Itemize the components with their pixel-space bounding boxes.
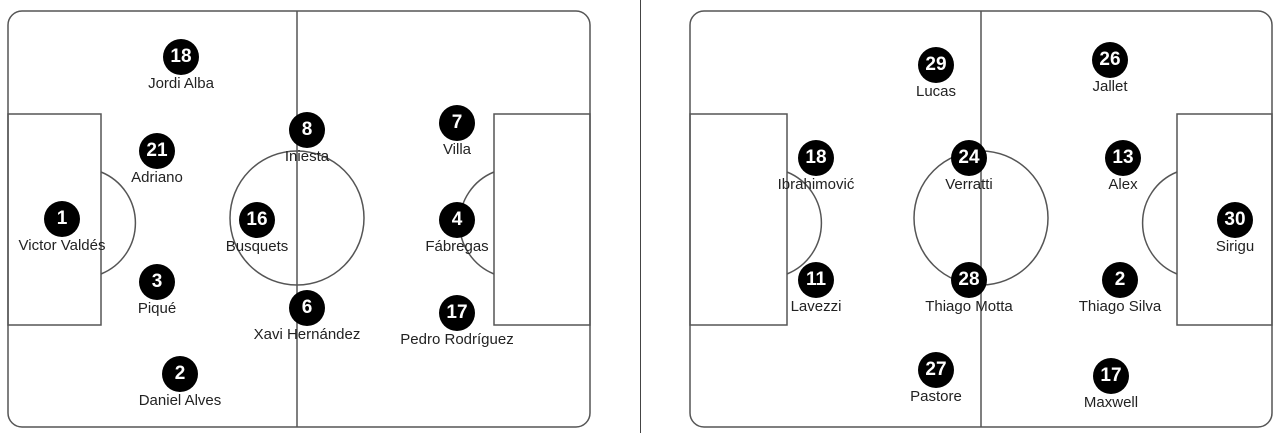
pitch-border: [7, 10, 591, 428]
player-number: 26: [1092, 42, 1128, 78]
player-name: Jordi Alba: [148, 75, 214, 92]
panel-divider: [640, 0, 641, 433]
player-number: 29: [918, 47, 954, 83]
player-name: Alex: [1108, 176, 1138, 193]
player-number: 17: [1093, 358, 1129, 394]
pitch-left: 18 Jordi Alba 21 Adriano 1 Victor Valdés…: [7, 10, 591, 428]
player-name: Daniel Alves: [138, 392, 222, 409]
player-name: Fábregas: [425, 238, 489, 255]
player-name: Iniesta: [284, 148, 330, 165]
player-name: Jallet: [1092, 78, 1128, 95]
player-number: 7: [439, 105, 475, 141]
player-number: 21: [139, 133, 175, 169]
left-penalty-arc: [786, 171, 823, 275]
player-number: 13: [1105, 140, 1141, 176]
left-penalty-arc: [100, 171, 137, 275]
player-number: 8: [289, 112, 325, 148]
player-number: 18: [163, 39, 199, 75]
pitch-right: 29 Lucas 26 Jallet 18 Ibrahimović 24 Ver…: [689, 10, 1273, 428]
player-name: Maxwell: [1083, 394, 1139, 411]
player-number: 1: [44, 201, 80, 237]
left-penalty-box: [689, 113, 788, 326]
center-circle: [229, 150, 365, 286]
player-number: 17: [439, 295, 475, 331]
player-name: Lucas: [915, 83, 957, 100]
player-number: 6: [289, 290, 325, 326]
player-number: 4: [439, 202, 475, 238]
player-name: Villa: [442, 141, 472, 158]
player-name: Thiago Motta: [925, 298, 1013, 315]
player-name: Victor Valdés: [18, 237, 106, 254]
player-name: Verratti: [945, 176, 993, 193]
player-number: 2: [1102, 262, 1138, 298]
left-penalty-box: [7, 113, 102, 326]
player-number: 2: [162, 356, 198, 392]
player-name: Pastore: [910, 388, 962, 405]
player-name: Pedro Rodríguez: [400, 331, 514, 348]
player-number: 18: [798, 140, 834, 176]
player-name: Adriano: [131, 169, 183, 186]
player-name: Sirigu: [1215, 238, 1255, 255]
player-number: 24: [951, 140, 987, 176]
player-name: Ibrahimović: [777, 176, 855, 193]
player-number: 30: [1217, 202, 1253, 238]
player-name: Lavezzi: [790, 298, 842, 315]
player-number: 3: [139, 264, 175, 300]
player-number: 16: [239, 202, 275, 238]
pitch-markings: [689, 10, 1273, 428]
right-penalty-box: [1176, 113, 1273, 326]
right-penalty-arc: [1141, 171, 1178, 275]
player-name: Thiago Silva: [1078, 298, 1162, 315]
player-number: 27: [918, 352, 954, 388]
player-name: Piqué: [137, 300, 177, 317]
player-name: Busquets: [225, 238, 289, 255]
player-name: Xavi Hernández: [253, 326, 361, 343]
right-penalty-box: [493, 113, 591, 326]
pitch-markings: [7, 10, 591, 428]
player-number: 28: [951, 262, 987, 298]
player-number: 11: [798, 262, 834, 298]
